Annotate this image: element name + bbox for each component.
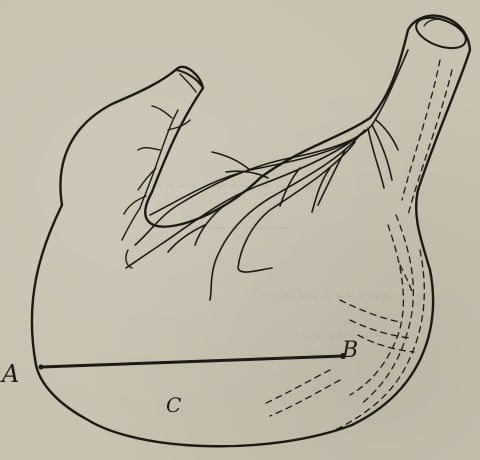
- line-a-b: [41, 356, 343, 367]
- point-a-dot: [39, 365, 44, 370]
- vessel-tree: [126, 50, 408, 300]
- svg-text:~~ ~~~~ ~~~ ~ ~~~~: ~~ ~~~~ ~~~ ~ ~~~~: [120, 221, 289, 236]
- paper-bleed-texture: ~ ~~~ ~~ ~~~~ ~~ ~ ~~ ~~~~ ~~~ ~ ~~~~ ~~…: [120, 179, 421, 344]
- svg-text:~~~ ~~ ~~~~ ~~: ~~~ ~~ ~~~~ ~~: [260, 289, 392, 304]
- label-b: B: [341, 338, 358, 363]
- label-a: A: [0, 360, 19, 388]
- label-c: C: [166, 393, 181, 417]
